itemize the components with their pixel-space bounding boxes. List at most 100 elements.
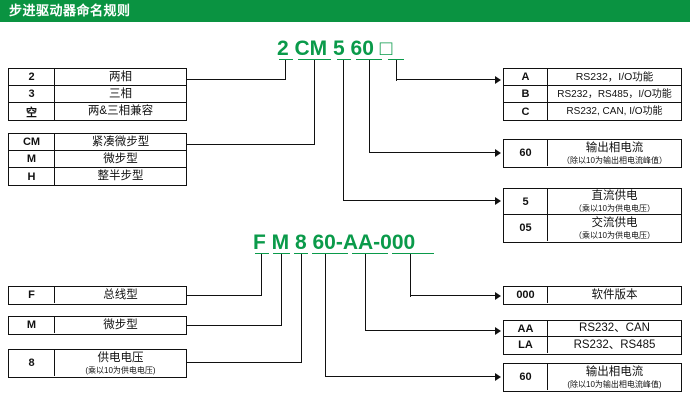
- connector-line: [396, 60, 398, 81]
- table-row: B RS232，RS485，I/O功能: [504, 86, 681, 103]
- table-row: 05 交流供电 （乘以10为供电电压）: [504, 215, 681, 241]
- table-row: 2 两相: [9, 69, 186, 86]
- table-row: AA RS232、CAN: [504, 321, 681, 337]
- table-row: CM 紧凑微步型: [9, 134, 186, 151]
- connector-line: [285, 60, 287, 80]
- arrow-right-icon: [495, 292, 501, 300]
- row-code: CM: [9, 134, 55, 150]
- connector-line: [410, 254, 412, 297]
- row-desc: 交流供电 （乘以10为供电电压）: [574, 216, 655, 240]
- row-subtext: （乘以10为供电电压）: [574, 230, 655, 240]
- table-current-bottom: 60 输出相电流 (除以10为输出相电流峰值): [503, 363, 682, 392]
- connector-line: [281, 254, 283, 326]
- table-comm-top: A RS232，I/O功能 B RS232，RS485，I/O功能 C RS23…: [503, 68, 682, 121]
- arrow-right-icon: [495, 149, 501, 157]
- connector-line: [187, 362, 302, 364]
- row-code: H: [9, 168, 55, 185]
- connector-line: [187, 295, 262, 297]
- table-row: C RS232, CAN, I/O功能: [504, 103, 681, 120]
- row-code: F: [9, 287, 55, 303]
- code-underline: [273, 253, 290, 255]
- code-underline: [388, 59, 404, 61]
- table-row: 60 输出相电流 （除以10为输出相电流峰值）: [504, 140, 681, 166]
- table-row: M 微步型: [9, 317, 186, 333]
- row-desc: 输出相电流 (除以10为输出相电流峰值): [567, 365, 662, 389]
- table-row: H 整半步型: [9, 168, 186, 185]
- row-desc: 软件版本: [591, 288, 638, 301]
- row-subtext: (除以10为输出相电流峰值): [567, 379, 662, 389]
- row-desc: RS232、CAN: [579, 322, 650, 334]
- row-code: LA: [504, 337, 548, 353]
- arrow-right-icon: [495, 197, 501, 205]
- connector-line: [369, 152, 495, 154]
- row-desc: 整半步型: [97, 170, 144, 182]
- table-supply-voltage: 8 供电电压 (乘以10为供电电压): [8, 349, 187, 378]
- row-desc: 直流供电 （乘以10为供电电压）: [574, 190, 655, 213]
- table-row: A RS232，I/O功能: [504, 69, 681, 86]
- table-row: 000 软件版本: [504, 287, 681, 303]
- row-subtext: （除以10为输出相电流峰值）: [562, 155, 667, 165]
- code-underline: [356, 59, 382, 61]
- row-desc: 两相: [109, 70, 132, 83]
- row-desc: 供电电压 (乘以10为供电电压): [85, 351, 156, 375]
- connector-line: [410, 295, 495, 297]
- row-code: 000: [504, 287, 548, 303]
- table-bus-type: F 总线型: [8, 286, 187, 305]
- row-subtext: （乘以10为供电电压）: [574, 204, 655, 213]
- row-desc: 紧凑微步型: [91, 135, 150, 148]
- row-code: M: [9, 317, 55, 333]
- model-code-bottom: F M 8 60-AA-000: [253, 231, 416, 254]
- code-underline: [279, 59, 293, 61]
- row-desc: RS232，I/O功能: [575, 70, 654, 83]
- code-underline: [392, 253, 434, 255]
- code-underline: [337, 59, 351, 61]
- table-micro-type: M 微步型: [8, 316, 187, 335]
- table-row: 8 供电电压 (乘以10为供电电压): [9, 350, 186, 376]
- row-desc: 微步型: [103, 152, 138, 165]
- row-code: C: [504, 103, 548, 120]
- code-underline: [352, 253, 388, 255]
- model-code-top: 2 CM 5 60 □: [277, 37, 393, 60]
- row-code: M: [9, 151, 55, 167]
- table-row: M 微步型: [9, 151, 186, 168]
- table-row: 3 三相: [9, 86, 186, 103]
- page-title: 步进驱动器命名规则: [9, 3, 131, 18]
- arrow-right-icon: [495, 327, 501, 335]
- code-underline: [312, 253, 348, 255]
- connector-line: [261, 254, 263, 296]
- row-code: 空: [9, 103, 55, 120]
- connector-line: [365, 254, 367, 331]
- row-code: 60: [504, 364, 548, 390]
- table-comm-bottom: AA RS232、CAN LA RS232、RS485: [503, 320, 682, 355]
- row-desc: 总线型: [103, 288, 138, 301]
- row-code: 3: [9, 86, 55, 102]
- row-code: 8: [9, 350, 55, 376]
- connector-line: [369, 60, 371, 153]
- connector-line: [343, 200, 495, 202]
- code-underline: [298, 59, 331, 61]
- table-row: F 总线型: [9, 287, 186, 303]
- row-desc: 三相: [109, 87, 132, 100]
- row-code: 05: [504, 215, 548, 241]
- arrow-right-icon: [495, 76, 501, 84]
- row-desc: RS232, CAN, I/O功能: [566, 106, 663, 117]
- row-desc: 输出相电流 （除以10为输出相电流峰值）: [562, 141, 667, 165]
- row-desc: 两&三相兼容: [87, 105, 154, 117]
- row-desc: 微步型: [103, 318, 138, 331]
- connector-line: [187, 144, 315, 146]
- row-code: AA: [504, 321, 548, 336]
- table-sw-version: 000 软件版本: [503, 286, 682, 305]
- connector-line: [314, 60, 316, 145]
- code-underline: [255, 253, 269, 255]
- table-row: LA RS232、RS485: [504, 337, 681, 353]
- page-header: 步进驱动器命名规则: [0, 0, 690, 22]
- row-desc: RS232，RS485，I/O功能: [557, 88, 672, 100]
- arrow-right-icon: [495, 373, 501, 381]
- row-code: 5: [504, 189, 548, 214]
- code-underline: [294, 253, 308, 255]
- connector-line: [187, 79, 286, 81]
- table-row: 空 两&三相兼容: [9, 103, 186, 120]
- connector-line: [325, 254, 327, 377]
- connector-line: [396, 79, 495, 81]
